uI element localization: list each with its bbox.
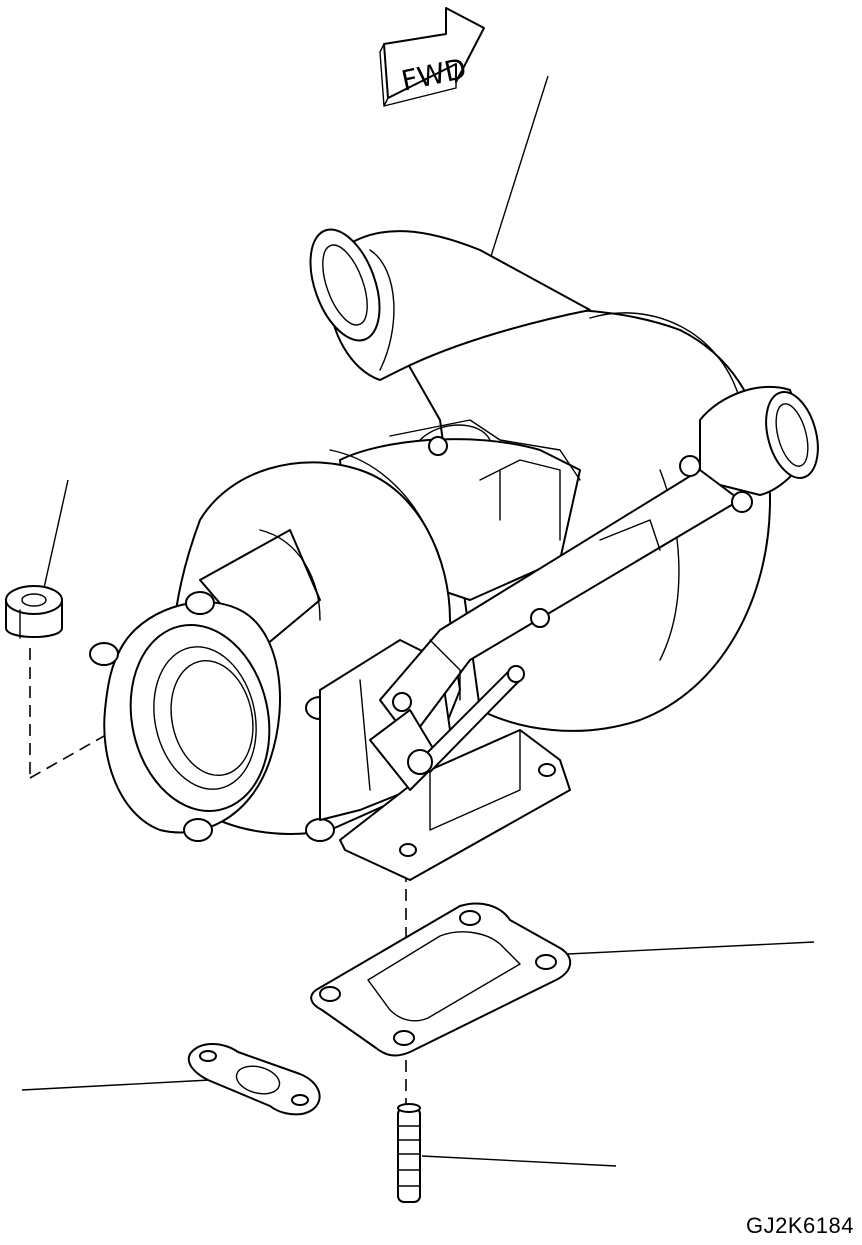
leader-stud [421, 1155, 617, 1167]
turbocharger [89, 228, 819, 881]
drawing-code: GJ2K6184 [746, 1213, 854, 1238]
leader-spacer [43, 479, 69, 589]
spacer [5, 585, 63, 639]
stud-bolt [397, 1103, 421, 1203]
leader-lines [21, 75, 815, 1167]
leader-gasket [567, 941, 815, 955]
exhaust-gasket [310, 902, 571, 1057]
leader-small-gasket [21, 1079, 211, 1091]
small-gasket [187, 1043, 321, 1116]
leader-turbocharger [485, 75, 549, 273]
forward-arrow: FWD [379, 7, 485, 107]
